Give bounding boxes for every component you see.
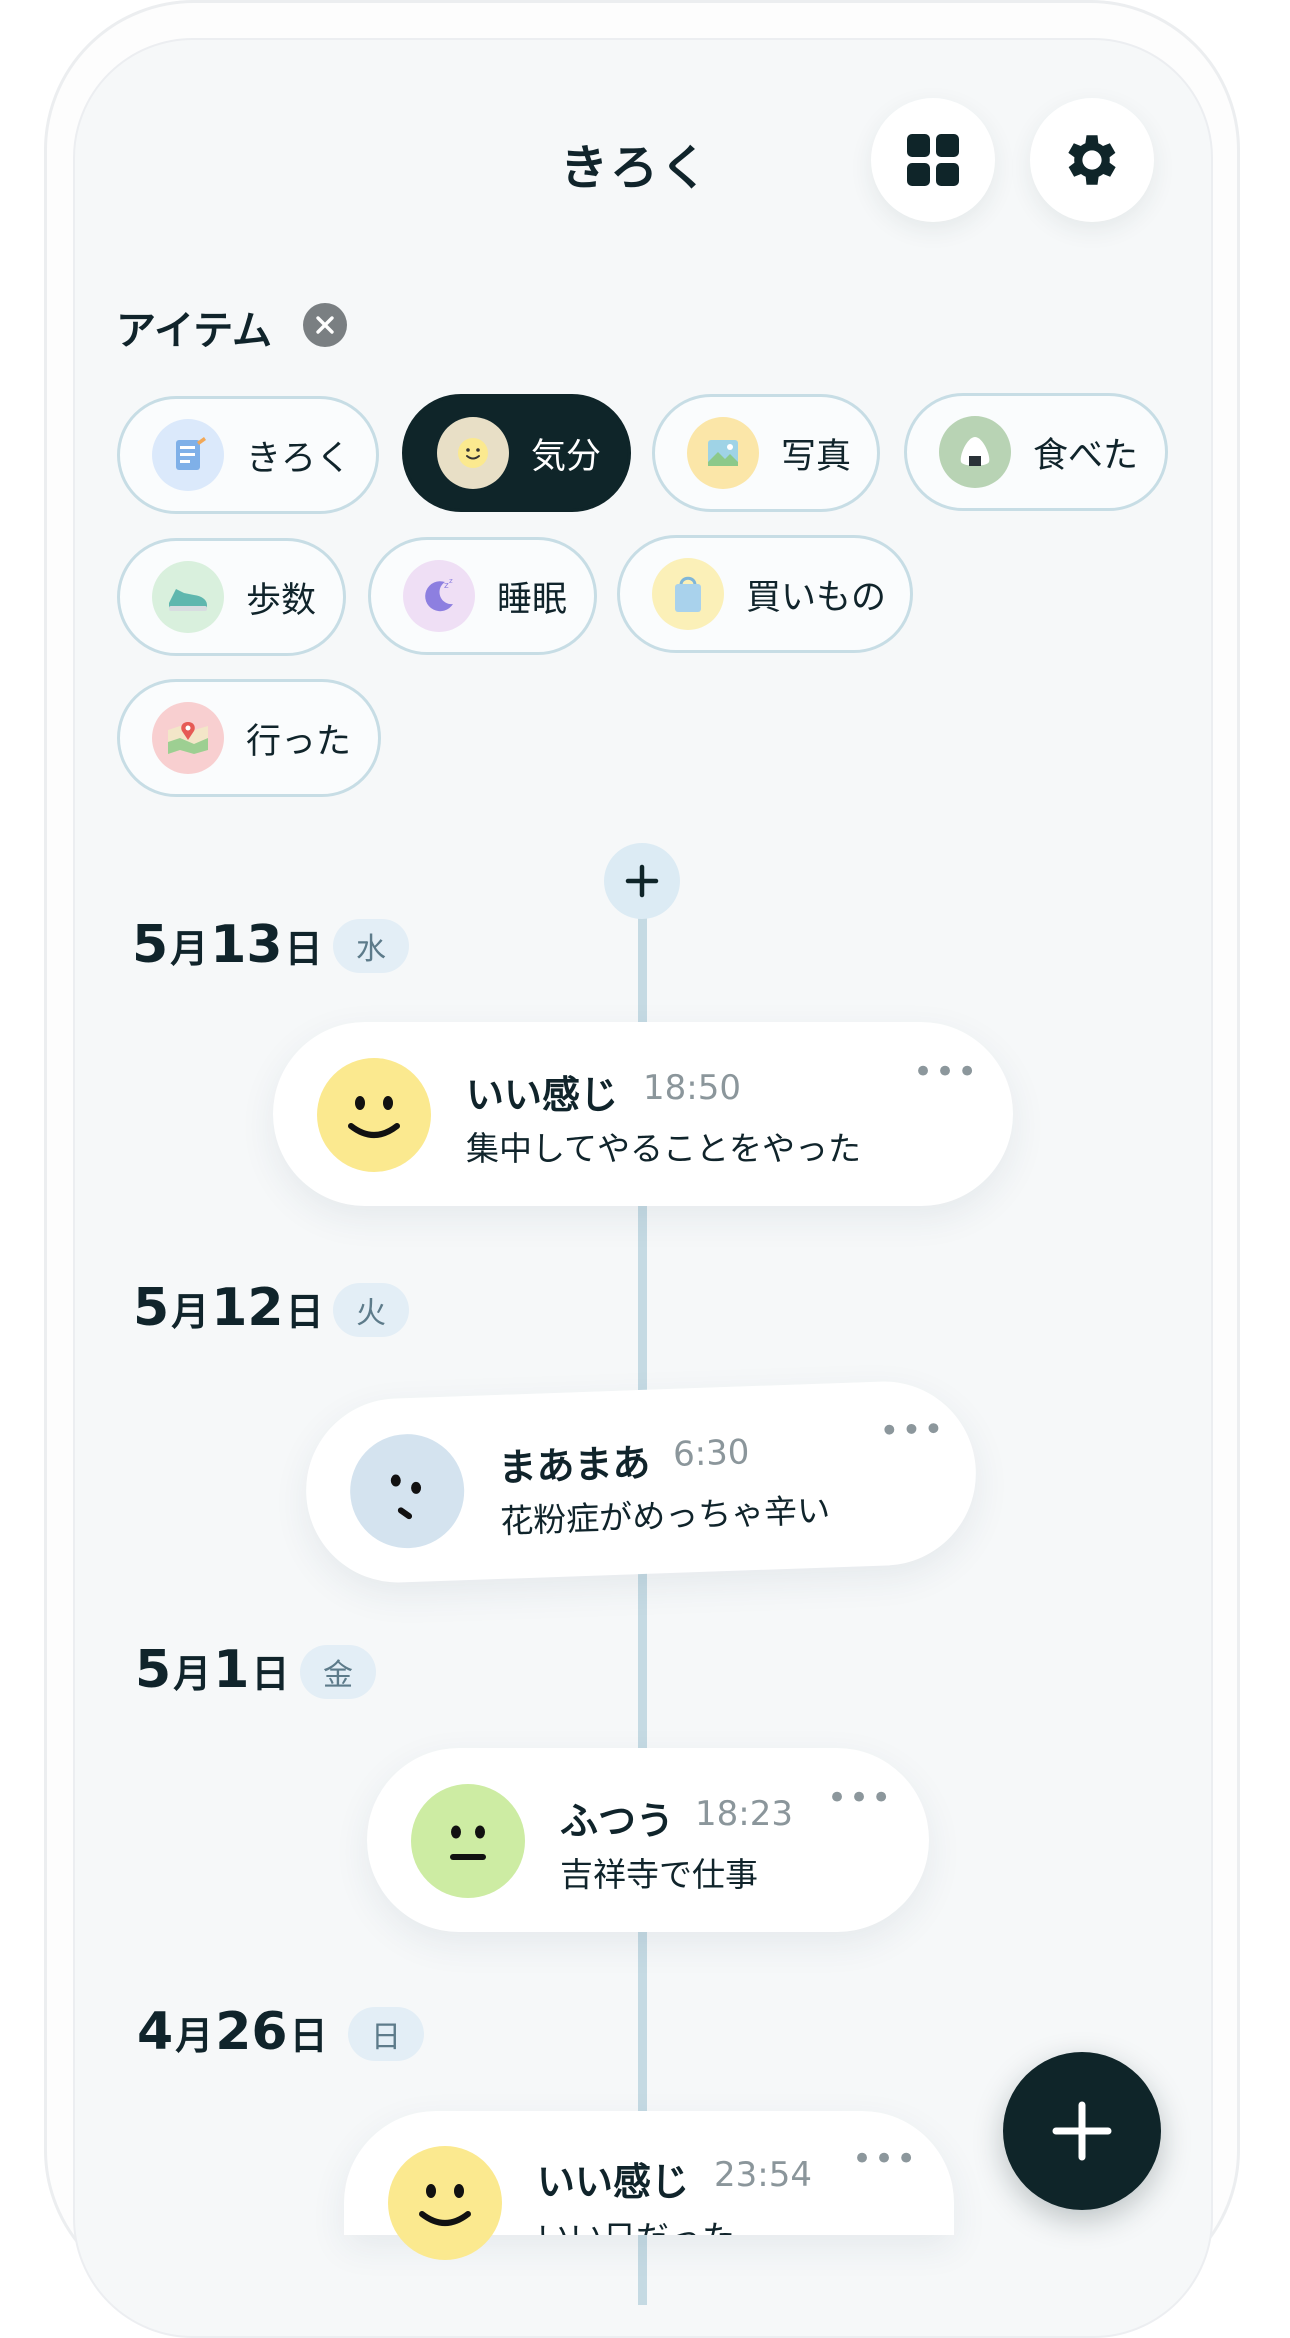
svg-text:z: z [449, 577, 453, 585]
settings-button[interactable] [1030, 98, 1154, 222]
grid-icon [907, 134, 959, 186]
plus-icon [1052, 2101, 1112, 2161]
close-icon [316, 316, 334, 334]
mood-entry-card[interactable]: まあまあ 6:30 花粉症がめっちゃ辛い ••• [302, 1378, 980, 1586]
entry-memo: 吉祥寺で仕事 [560, 1855, 758, 1894]
chip-label: 行った [246, 721, 352, 762]
grid-view-button[interactable] [871, 98, 995, 222]
chip-label: 歩数 [246, 580, 317, 621]
neutral-face-icon [411, 1784, 525, 1898]
filter-chip-hosu[interactable]: 歩数 [117, 538, 346, 656]
shopping-bag-icon [652, 558, 724, 630]
entry-time: 6:30 [672, 1432, 751, 1475]
filter-chip-kibun[interactable]: 気分 [402, 394, 631, 512]
smile-icon [437, 417, 509, 489]
filter-label: アイテム [116, 308, 272, 354]
timeline-line [638, 905, 647, 2305]
entry-time: 23:54 [714, 2155, 812, 2195]
entry-memo: 花粉症がめっちゃ辛い [499, 1490, 831, 1541]
chip-label: 睡眠 [497, 579, 568, 620]
entry-time: 18:23 [695, 1794, 793, 1834]
weekday-badge: 火 [333, 1283, 409, 1337]
entry-memo: 集中してやることをやった [466, 1129, 862, 1168]
happy-face-icon [317, 1058, 431, 1172]
filter-chip-tabeta[interactable]: 食べた [904, 393, 1168, 511]
chip-label: きろく [246, 438, 352, 479]
plus-icon [625, 864, 659, 898]
weekday-badge: 日 [348, 2007, 424, 2061]
sneaker-icon [152, 561, 224, 633]
onigiri-icon [939, 416, 1011, 488]
filter-chip-shashin[interactable]: 写真 [652, 394, 880, 512]
add-entry-top-button[interactable] [604, 843, 680, 919]
mood-label: いい感じ [466, 1073, 619, 1117]
mood-entry-card[interactable]: いい感じ 23:54 いい日だった ••• [344, 2111, 954, 2260]
more-icon[interactable]: ••• [913, 1052, 980, 1092]
meh-face-icon [348, 1432, 467, 1551]
chip-label: 食べた [1033, 435, 1139, 476]
gear-icon [1068, 135, 1116, 185]
svg-text:z: z [444, 581, 449, 591]
entry-time: 18:50 [643, 1068, 741, 1108]
mood-label: ふつう [560, 1799, 675, 1843]
add-entry-fab[interactable] [1003, 2052, 1161, 2210]
notebook-icon [152, 419, 224, 491]
map-pin-icon [152, 702, 224, 774]
more-icon[interactable]: ••• [852, 2139, 919, 2179]
chip-label: 写真 [781, 436, 852, 477]
filter-chip-kaimono[interactable]: 買いもの [617, 535, 913, 653]
filter-chip-itta[interactable]: 行った [117, 679, 381, 797]
mood-entry-card[interactable]: いい感じ 18:50 集中してやることをやった ••• [273, 1022, 1013, 1206]
mood-label: まあまあ [497, 1440, 652, 1490]
filter-chip-kiroku[interactable]: きろく [117, 396, 379, 514]
page-title: きろく [560, 140, 711, 196]
clear-filter-button[interactable] [303, 303, 347, 347]
weekday-badge: 水 [333, 919, 409, 973]
chip-label: 買いもの [746, 577, 887, 618]
chip-label: 気分 [531, 436, 602, 477]
more-icon[interactable]: ••• [827, 1778, 894, 1818]
entry-memo: いい日だった [537, 2211, 735, 2235]
mood-entry-card[interactable]: ふつう 18:23 吉祥寺で仕事 ••• [367, 1748, 929, 1932]
photo-icon [687, 417, 759, 489]
weekday-badge: 金 [300, 1645, 376, 1699]
mood-label: いい感じ [537, 2160, 690, 2204]
more-icon[interactable]: ••• [878, 1409, 947, 1452]
